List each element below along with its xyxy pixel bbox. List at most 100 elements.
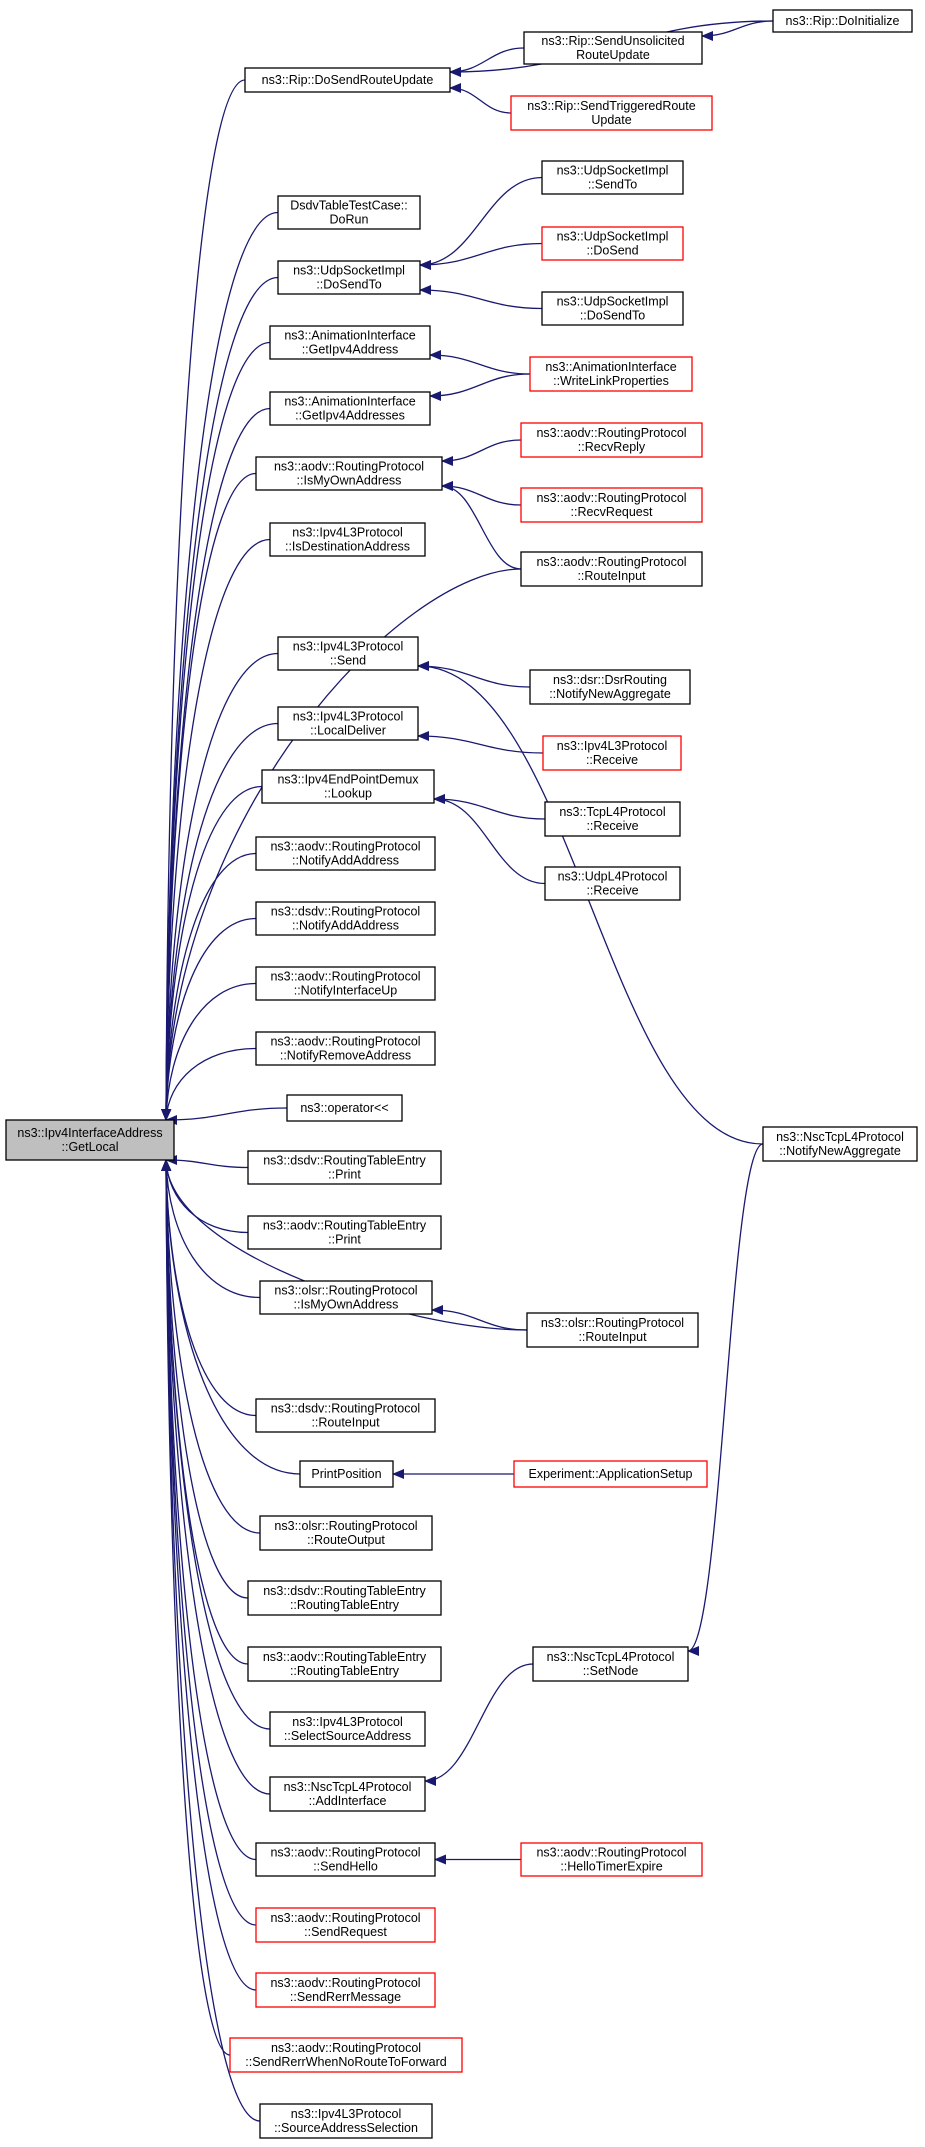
node-box bbox=[269, 1776, 426, 1812]
node-olsr_isown[interactable]: ns3::olsr::RoutingProtocol::IsMyOwnAddre… bbox=[259, 1280, 433, 1315]
node-label-line: ns3::olsr::RoutingProtocol bbox=[274, 1519, 417, 1533]
node-ipv4l3_send[interactable]: ns3::Ipv4L3Protocol::Send bbox=[277, 636, 419, 671]
node-label-line: ::HelloTimerExpire bbox=[560, 1860, 662, 1874]
node-label-line: ns3::AnimationInterface bbox=[284, 329, 415, 343]
node-aodv_rreq[interactable]: ns3::aodv::RoutingProtocol::RecvRequest bbox=[520, 487, 703, 523]
node-ipv4l3_isdest[interactable]: ns3::Ipv4L3Protocol::IsDestinationAddres… bbox=[269, 522, 426, 557]
node-box bbox=[513, 1460, 708, 1488]
node-box bbox=[520, 551, 703, 587]
node-dsr_nna[interactable]: ns3::dsr::DsrRouting::NotifyNewAggregate bbox=[529, 669, 691, 705]
node-printpos[interactable]: PrintPosition bbox=[299, 1460, 394, 1488]
node-aodv_naa[interactable]: ns3::aodv::RoutingProtocol::NotifyAddAdd… bbox=[255, 836, 436, 871]
node-box bbox=[255, 1031, 436, 1066]
node-root[interactable]: ns3::Ipv4InterfaceAddress::GetLocal bbox=[5, 1119, 175, 1161]
edge-anim_get4s-to-root bbox=[161, 407, 271, 1121]
node-ipv4l3_sas[interactable]: ns3::Ipv4L3Protocol::SourceAddressSelect… bbox=[259, 2103, 433, 2139]
node-box bbox=[255, 1907, 436, 1943]
node-ipv4l3_ld[interactable]: ns3::Ipv4L3Protocol::LocalDeliver bbox=[277, 706, 419, 741]
node-label-line: ns3::Ipv4L3Protocol bbox=[293, 710, 404, 724]
node-aodv_shello[interactable]: ns3::aodv::RoutingProtocol::SendHello bbox=[255, 1842, 436, 1877]
node-rip_init[interactable]: ns3::Rip::DoInitialize bbox=[772, 9, 913, 33]
edge-udpl4_recv-to-demux bbox=[433, 794, 546, 885]
edge-nsc_nna-to-nsc_setnode bbox=[687, 1143, 764, 1656]
node-udp_dst_a[interactable]: ns3::UdpSocketImpl::DoSendTo bbox=[277, 260, 421, 295]
node-label-line: ns3::UdpSocketImpl bbox=[293, 264, 405, 278]
node-box bbox=[255, 966, 436, 1001]
node-label-line: ::GetIpv4Address bbox=[302, 343, 399, 357]
node-aodv_rte_ctor[interactable]: ns3::aodv::RoutingTableEntry::RoutingTab… bbox=[247, 1646, 442, 1682]
node-aodv_isown[interactable]: ns3::aodv::RoutingProtocol::IsMyOwnAddre… bbox=[255, 456, 443, 491]
node-label-line: ns3::aodv::RoutingProtocol bbox=[271, 2041, 421, 2055]
node-olsr_rinput[interactable]: ns3::olsr::RoutingProtocol::RouteInput bbox=[526, 1312, 699, 1348]
node-udp_sendto[interactable]: ns3::UdpSocketImpl::SendTo bbox=[541, 160, 684, 195]
node-aodv_rinput[interactable]: ns3::aodv::RoutingProtocol::RouteInput bbox=[520, 551, 703, 587]
node-dsdv_rinput[interactable]: ns3::dsdv::RoutingProtocol::RouteInput bbox=[255, 1398, 436, 1433]
node-aodv_srerr[interactable]: ns3::aodv::RoutingProtocol::SendRerrMess… bbox=[255, 1972, 436, 2008]
edge-ipv4l3_sas-to-root bbox=[161, 1159, 261, 2122]
node-aodv_nra[interactable]: ns3::aodv::RoutingProtocol::NotifyRemove… bbox=[255, 1031, 436, 1066]
node-nsc_nna[interactable]: ns3::NscTcpL4Protocol::NotifyNewAggregat… bbox=[762, 1126, 918, 1162]
node-op_lshift[interactable]: ns3::operator<< bbox=[286, 1094, 403, 1122]
node-olsr_routput[interactable]: ns3::olsr::RoutingProtocol::RouteOutput bbox=[259, 1515, 433, 1551]
node-label-line: ::NotifyNewAggregate bbox=[549, 687, 671, 701]
node-label-line: ::SourceAddressSelection bbox=[274, 2121, 418, 2135]
node-dsdv_test[interactable]: DsdvTableTestCase::DoRun bbox=[277, 195, 421, 230]
node-anim_get4s[interactable]: ns3::AnimationInterface::GetIpv4Addresse… bbox=[269, 391, 431, 426]
node-ipv4l3_ssa[interactable]: ns3::Ipv4L3Protocol::SelectSourceAddress bbox=[269, 1711, 426, 1747]
node-label-line: Experiment::ApplicationSetup bbox=[529, 1467, 693, 1481]
node-box bbox=[259, 1280, 433, 1315]
edge-aodv_srerr-to-root bbox=[161, 1159, 257, 1991]
edge-ipv4l3_send-to-root bbox=[161, 652, 279, 1121]
edge-dsdv_rte_print-to-root bbox=[165, 1155, 249, 1169]
node-label-line: ns3::AnimationInterface bbox=[284, 395, 415, 409]
node-label-line: ns3::Rip::SendTriggeredRoute bbox=[527, 99, 695, 113]
node-exp_appsetup[interactable]: Experiment::ApplicationSetup bbox=[513, 1460, 708, 1488]
node-label-line: ::Receive bbox=[586, 884, 638, 898]
node-label-line: ::DoSendTo bbox=[316, 278, 381, 292]
node-label-line: ns3::AnimationInterface bbox=[545, 360, 676, 374]
node-box bbox=[523, 31, 703, 65]
node-box bbox=[255, 1972, 436, 2008]
node-aodv_sreq[interactable]: ns3::aodv::RoutingProtocol::SendRequest bbox=[255, 1907, 436, 1943]
node-udpl4_recv[interactable]: ns3::UdpL4Protocol::Receive bbox=[544, 866, 681, 901]
edge-dsdv_naa-to-root bbox=[161, 917, 257, 1121]
node-anim_get4[interactable]: ns3::AnimationInterface::GetIpv4Address bbox=[269, 325, 431, 360]
node-aodv_rte_print[interactable]: ns3::aodv::RoutingTableEntry::Print bbox=[247, 1215, 442, 1250]
edge-printpos-to-root bbox=[161, 1159, 301, 1475]
node-udp_dst_b[interactable]: ns3::UdpSocketImpl::DoSendTo bbox=[541, 291, 684, 326]
node-label-line: ns3::Rip::DoSendRouteUpdate bbox=[262, 73, 434, 87]
node-nsc_setnode[interactable]: ns3::NscTcpL4Protocol::SetNode bbox=[532, 1646, 689, 1682]
node-dsdv_rte_print[interactable]: ns3::dsdv::RoutingTableEntry::Print bbox=[247, 1150, 442, 1185]
edge-dsr_nna-to-ipv4l3_send bbox=[417, 661, 531, 688]
node-anim_wlp[interactable]: ns3::AnimationInterface::WriteLinkProper… bbox=[529, 356, 693, 392]
node-label-line: ns3::aodv::RoutingProtocol bbox=[270, 970, 420, 984]
edge-udp_sendto-to-udp_dst_a bbox=[419, 176, 543, 270]
node-label-line: ns3::aodv::RoutingProtocol bbox=[536, 555, 686, 569]
node-box bbox=[5, 1119, 175, 1161]
node-label-line: ::RouteOutput bbox=[307, 1533, 385, 1547]
node-rip_dsru[interactable]: ns3::Rip::DoSendRouteUpdate bbox=[244, 67, 451, 93]
node-box bbox=[286, 1094, 403, 1122]
node-tcp_recv[interactable]: ns3::TcpL4Protocol::Receive bbox=[544, 801, 681, 837]
node-demux[interactable]: ns3::Ipv4EndPointDemux::Lookup bbox=[261, 769, 435, 804]
node-ipv4l3_recv[interactable]: ns3::Ipv4L3Protocol::Receive bbox=[542, 735, 682, 771]
node-label-line: ns3::aodv::RoutingTableEntry bbox=[263, 1650, 427, 1664]
node-udp_dosend[interactable]: ns3::UdpSocketImpl::DoSend bbox=[541, 226, 684, 261]
node-aodv_rrep[interactable]: ns3::aodv::RoutingProtocol::RecvReply bbox=[520, 422, 703, 458]
node-label-line: ns3::olsr::RoutingProtocol bbox=[274, 1284, 417, 1298]
node-aodv_srerr_nrf[interactable]: ns3::aodv::RoutingProtocol::SendRerrWhen… bbox=[229, 2037, 463, 2073]
node-label-line: ::Receive bbox=[586, 753, 638, 767]
node-label-line: ns3::NscTcpL4Protocol bbox=[284, 1780, 412, 1794]
node-label-line: Update bbox=[591, 113, 631, 127]
edge-anim_wlp-to-anim_get4s bbox=[429, 373, 531, 401]
node-aodv_hte[interactable]: ns3::aodv::RoutingProtocol::HelloTimerEx… bbox=[520, 1842, 703, 1877]
node-dsdv_naa[interactable]: ns3::dsdv::RoutingProtocol::NotifyAddAdd… bbox=[255, 901, 436, 936]
node-label-line: DoRun bbox=[330, 213, 369, 227]
node-aodv_niu[interactable]: ns3::aodv::RoutingProtocol::NotifyInterf… bbox=[255, 966, 436, 1001]
node-nsc_addif[interactable]: ns3::NscTcpL4Protocol::AddInterface bbox=[269, 1776, 426, 1812]
node-dsdv_rte_ctor[interactable]: ns3::dsdv::RoutingTableEntry::RoutingTab… bbox=[247, 1580, 442, 1616]
edge-rip_init-to-rip_ssru bbox=[701, 20, 774, 41]
